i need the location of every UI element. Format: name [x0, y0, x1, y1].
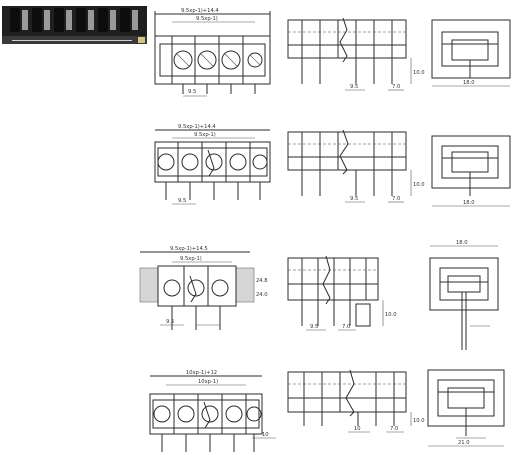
ear-dim-b-3: 24.0 [256, 292, 268, 298]
side-height-dim-4: 10.0 [413, 418, 425, 424]
side-pitch-dim-1: 9.5 [350, 84, 358, 90]
side-view-1: 9.5 7.0 10.0 [287, 17, 425, 91]
front-view-1: 9.5xp-1)+14.4 9.5xp-1) 9.5 [154, 8, 271, 97]
side-pitch-dim-2: 9.5 [350, 196, 358, 202]
end-width-dim-1: 18.0 [463, 80, 475, 86]
side-pin-dim-1: 7.0 [392, 84, 400, 90]
end-width-dim-3: 18.0 [456, 240, 468, 246]
front-sub-dim-4: 10xp-1) [198, 379, 218, 385]
side-view-3: 9.5 7.0 10.0 [287, 255, 397, 331]
end-view-1: 18.0 [431, 19, 511, 87]
front-view-3: 9.5xp-1)+14.5 9.5xp-1) 9.5 24.8 24.0 [139, 246, 268, 330]
row-1: 9.5xp-1)+14.4 9.5xp-1) 9.5 9.5 7.0 [154, 8, 511, 97]
front-sub-dim-2: 9.5xp-1) [194, 132, 216, 138]
side-height-dim-1: 10.0 [413, 70, 425, 76]
end-view-3: 18.0 [429, 240, 499, 350]
pitch-dim-1: 9.5 [188, 89, 196, 95]
front-view-4: 10xp-1)+12 10xp-1) 10 [149, 370, 276, 452]
pitch-dim-4: 10 [262, 432, 269, 438]
ear-dim-a-3: 24.8 [256, 278, 268, 284]
product-photo [2, 6, 147, 44]
side-height-dim-3: 10.0 [385, 312, 397, 318]
side-pin-dim-3: 7.0 [342, 324, 350, 330]
pitch-dim-2: 9.5 [178, 198, 186, 204]
front-top-dim-3: 9.5xp-1)+14.5 [170, 246, 208, 252]
front-top-dim-1: 9.5xp-1)+14.4 [181, 8, 219, 14]
side-pin-dim-4: 7.0 [390, 426, 398, 432]
end-width-dim-2: 18.0 [463, 200, 475, 206]
side-pitch-dim-3: 9.5 [310, 324, 318, 330]
end-view-2: 18.0 [431, 135, 511, 207]
front-sub-dim-3: 9.5xp-1) [180, 256, 202, 262]
front-view-2: 9.5xp-1)+14.4 9.5xp-1) 9.5 [154, 124, 271, 205]
side-pitch-dim-4: 10 [354, 426, 361, 432]
row-4: 10xp-1)+12 10xp-1) 10 10 7.0 [149, 369, 505, 452]
row-2: 9.5xp-1)+14.4 9.5xp-1) 9.5 9.5 7.0 [154, 124, 511, 207]
end-width-dim-4: 21.0 [458, 440, 470, 446]
front-sub-dim-1: 9.5xp-1) [196, 16, 218, 22]
side-view-2: 9.5 7.0 10.0 [287, 129, 425, 203]
side-view-4: 10 7.0 10.0 [287, 369, 425, 433]
side-pin-dim-2: 7.0 [392, 196, 400, 202]
pitch-dim-3: 9.5 [166, 319, 174, 325]
side-height-dim-2: 10.0 [413, 182, 425, 188]
row-3: 9.5xp-1)+14.5 9.5xp-1) 9.5 24.8 24.0 [139, 240, 499, 350]
end-view-4: 21.0 [427, 369, 505, 447]
front-top-dim-4: 10xp-1)+12 [186, 370, 217, 376]
front-top-dim-2: 9.5xp-1)+14.4 [178, 124, 216, 130]
